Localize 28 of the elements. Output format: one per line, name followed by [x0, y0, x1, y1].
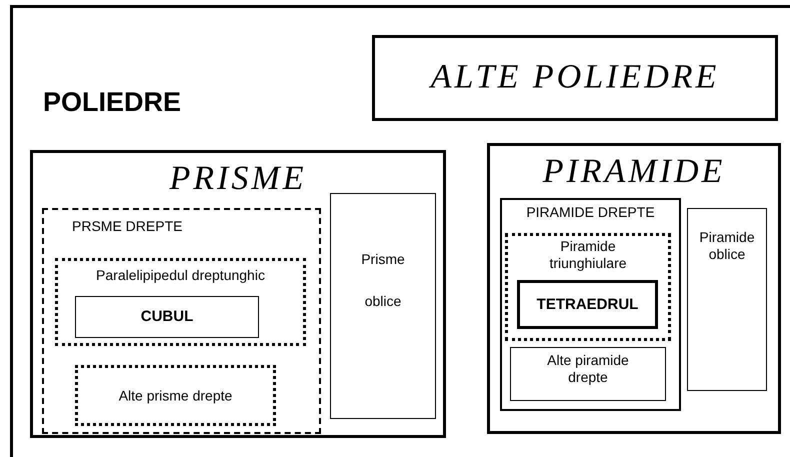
box-label: Alte prisme drepte	[118, 387, 234, 404]
box-label: Alte piramide drepte	[546, 352, 630, 386]
box-label: CUBUL	[140, 308, 194, 326]
box-label: Prisme oblice	[360, 250, 406, 311]
box	[487, 143, 781, 434]
box-label: ALTE POLIEDRE	[428, 58, 720, 98]
box	[330, 193, 436, 419]
box-label: PRSME DREPTE	[72, 218, 184, 235]
box-label: Piramide oblice	[698, 229, 756, 263]
box	[510, 347, 666, 401]
box	[75, 296, 259, 338]
box	[687, 208, 767, 391]
box-label: PIRAMIDE DREPTE	[525, 204, 656, 221]
box	[10, 5, 790, 457]
box	[517, 280, 658, 329]
box	[372, 35, 778, 121]
box	[55, 258, 306, 346]
box	[505, 233, 671, 341]
box	[75, 365, 276, 426]
box	[30, 150, 446, 438]
box	[500, 198, 681, 411]
box-label: Paralelipipedul dreptunghic	[95, 267, 266, 284]
box-label: Piramide triunghiulare	[548, 238, 628, 272]
box-label: POLIEDRE	[43, 86, 182, 118]
box-label: PIRAMIDE	[542, 152, 726, 192]
box-label: TETRAEDRUL	[536, 296, 640, 314]
box	[42, 208, 321, 434]
box-label: PRISME	[168, 159, 308, 199]
